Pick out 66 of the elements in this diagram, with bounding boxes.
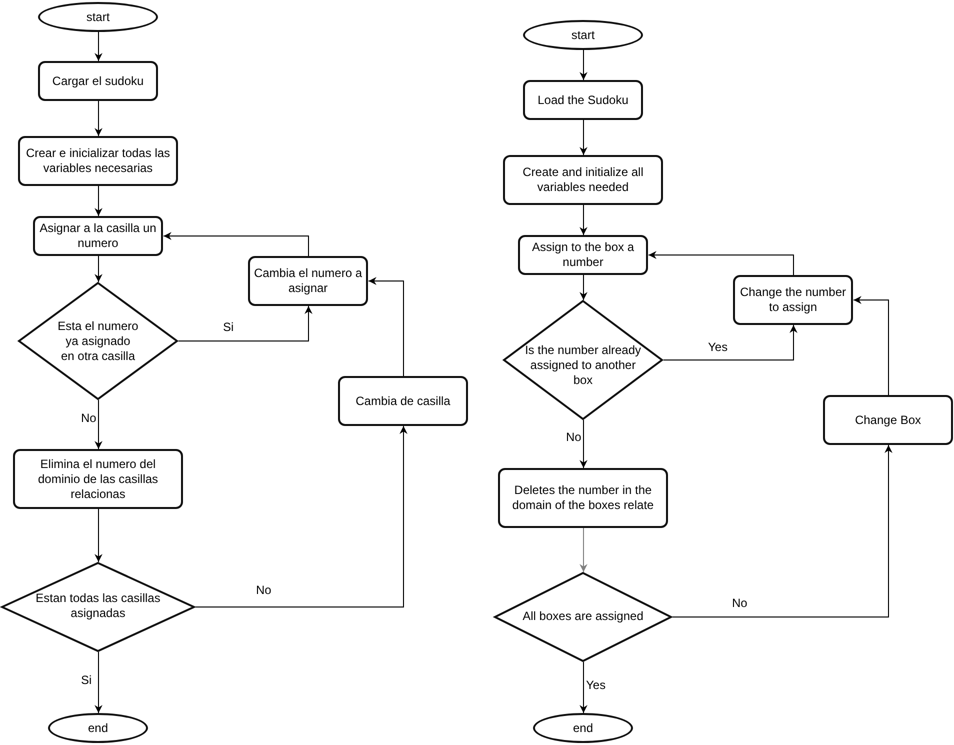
node-text: Cargar el sudoku xyxy=(52,74,144,88)
flow-arrow xyxy=(94,652,102,714)
flow-arrow xyxy=(663,324,798,360)
process-box xyxy=(13,449,183,509)
edge-label: Yes xyxy=(707,340,729,354)
edge-label: No xyxy=(255,583,272,597)
node-text: Crear e inicializar todas las variables necesarias xyxy=(24,146,172,176)
decision-diamond xyxy=(503,300,663,420)
process-box xyxy=(18,136,178,186)
edge-label: Si xyxy=(80,673,93,687)
flow-arrow xyxy=(94,508,102,562)
node-text: start xyxy=(86,10,110,24)
decision-diamond xyxy=(18,282,178,400)
process-box xyxy=(248,256,368,306)
flow-arrow xyxy=(580,204,588,236)
flow-arrow xyxy=(163,232,309,256)
edge-label: Yes xyxy=(585,678,607,692)
flow-arrow xyxy=(580,528,588,572)
process-box xyxy=(338,376,468,426)
flow-arrow xyxy=(648,251,794,276)
edge-label: No xyxy=(565,430,582,444)
flow-arrow xyxy=(580,274,588,300)
flow-arrow xyxy=(94,32,102,62)
edge-label: No xyxy=(731,596,748,610)
decision-diamond xyxy=(1,562,195,652)
node-text: Load the Sudoku xyxy=(538,92,628,108)
flow-arrow xyxy=(368,277,404,376)
node-text: Change Box xyxy=(854,412,922,428)
process-box xyxy=(33,216,163,256)
process-box xyxy=(523,80,643,120)
node-text: Cambia de casilla xyxy=(356,394,450,408)
node-text: Asignar a la casilla un numero xyxy=(38,221,158,251)
node-text: Is the number already assigned to another box xyxy=(524,342,642,388)
flow-arrow xyxy=(580,420,588,468)
node-text: start xyxy=(571,28,595,42)
process-box xyxy=(503,155,663,205)
flow-arrow xyxy=(178,306,312,342)
flow-arrow xyxy=(94,400,102,450)
node-text: Assign to the box a number xyxy=(530,240,636,270)
node-text: Change the number to assign xyxy=(738,285,848,315)
flow-arrow xyxy=(94,100,102,136)
node-text: Cambia el numero a asignar xyxy=(252,266,364,296)
flow-arrow xyxy=(195,426,408,608)
flow-arrow xyxy=(580,50,588,80)
flow-arrow xyxy=(672,444,892,618)
flow-arrow xyxy=(580,120,588,156)
node-text: Estan todas las casillas asignadas xyxy=(34,591,162,621)
process-box xyxy=(498,468,668,528)
edge-label: No xyxy=(80,411,98,425)
process-box xyxy=(38,61,158,101)
flow-arrow xyxy=(853,296,889,396)
node-text: Esta el numero ya asignado en otra casilla xyxy=(58,318,138,364)
node-text: Elimina el numero del dominio de las casillas relacionas xyxy=(36,456,160,502)
process-box xyxy=(823,395,953,445)
edge-label: Si xyxy=(222,320,235,334)
node-text: Deletes the number in the domain of the boxes relate xyxy=(511,483,655,513)
flow-arrow xyxy=(94,256,102,282)
flow-arrow xyxy=(580,662,588,714)
node-text: end xyxy=(572,720,594,736)
process-box xyxy=(518,235,648,275)
decision-diamond xyxy=(494,572,672,662)
process-box xyxy=(733,275,853,325)
flow-arrow xyxy=(94,186,102,216)
node-text: end xyxy=(88,720,108,736)
node-text: Create and initialize all variables needed xyxy=(522,165,644,195)
node-text: All boxes are assigned xyxy=(522,608,644,624)
